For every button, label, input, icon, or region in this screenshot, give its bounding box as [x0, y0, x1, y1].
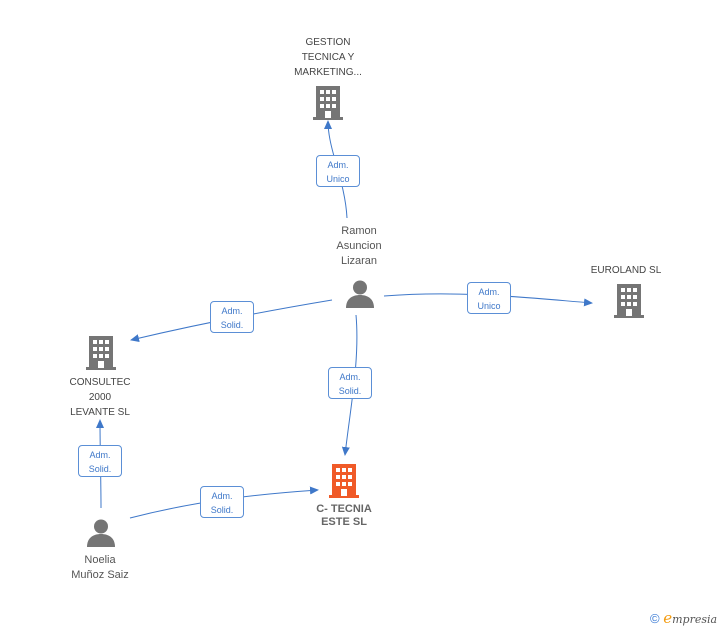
building-icon[interactable] [614, 284, 644, 318]
company-label-consultec[interactable]: CONSULTEC 2000 LEVANTE SL [69, 377, 131, 418]
edge-badge-ramon-euroland[interactable]: Adm. Unico [467, 282, 511, 314]
brand-initial: e [663, 609, 673, 627]
edge-badge-ramon-ctecnia[interactable]: Adm. Solid. [328, 367, 372, 399]
edge-badge-ramon-consultec[interactable]: Adm. Solid. [210, 301, 254, 333]
building-icon[interactable] [86, 336, 116, 370]
empresia-logo[interactable]: © empresia [650, 609, 717, 627]
edge-badge-ramon-gestion[interactable]: Adm. Unico [316, 155, 360, 187]
company-label-euroland[interactable]: EUROLAND SL [590, 265, 662, 276]
edge-badge-noelia-consultec[interactable]: Adm. Solid. [78, 445, 122, 477]
person-label-ramon[interactable]: Ramon Asuncion Lizaran [336, 225, 382, 267]
person-icon[interactable] [86, 519, 116, 547]
company-label-ctecnia[interactable]: C- TECNIA ESTE SL [316, 503, 372, 528]
building-icon[interactable] [313, 86, 343, 120]
brand-name: mpresia [672, 613, 718, 626]
person-label-noelia[interactable]: Noelia Muñoz Saiz [71, 554, 129, 581]
company-label-gestion[interactable]: GESTION TECNICA Y MARKETING... [294, 37, 362, 78]
building-icon[interactable] [329, 464, 359, 498]
edge-badge-noelia-ctecnia[interactable]: Adm. Solid. [200, 486, 244, 518]
copyright-icon: © [650, 611, 660, 626]
person-icon[interactable] [345, 280, 375, 308]
